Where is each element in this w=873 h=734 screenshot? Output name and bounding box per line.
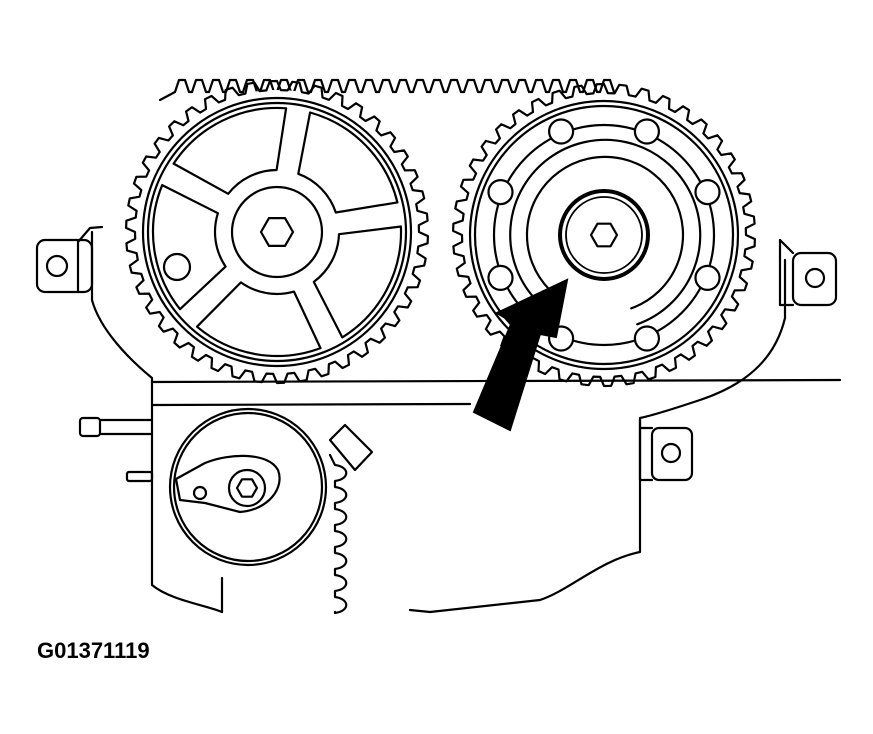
mounting-bracket-lower-right: [638, 418, 694, 482]
mounting-bracket-left: [35, 225, 104, 294]
coolant-pipe-fitting: [78, 416, 154, 483]
timing-belt: [158, 78, 616, 102]
belt-tensioner: [168, 407, 374, 615]
mounting-bracket-right: [778, 238, 838, 307]
right-camshaft-sprocket: [452, 82, 756, 388]
indicator-arrow-icon: [472, 278, 569, 432]
left-camshaft-sprocket: [125, 79, 429, 385]
engine-housing-outline: [90, 230, 842, 614]
figure-id-label: G01371119: [37, 638, 150, 663]
